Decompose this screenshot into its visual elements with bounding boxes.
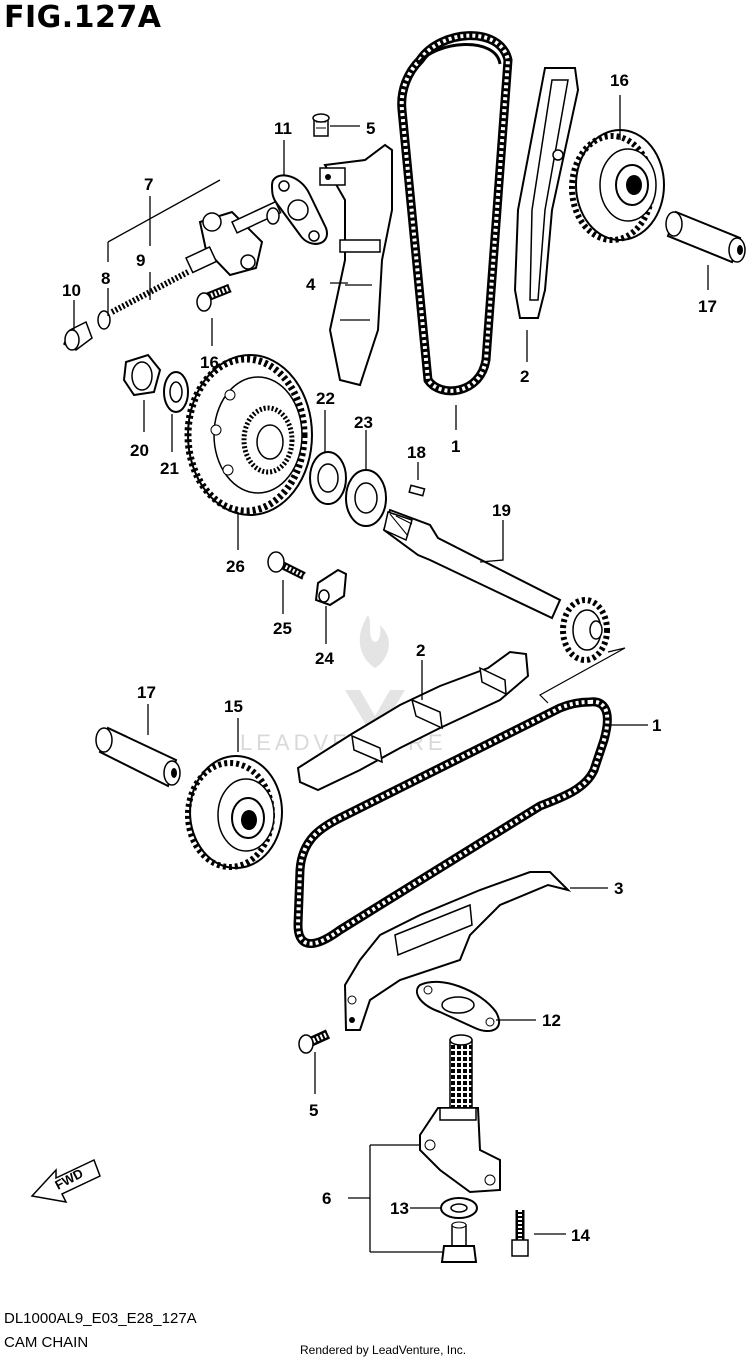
callout-2-lower: 2 [416,641,425,660]
diagram-name: CAM CHAIN [4,1334,89,1351]
callout-19: 19 [492,501,511,520]
cap-bolt-6 [440,1221,478,1263]
callout-20: 20 [130,441,149,460]
callout-9: 8 [101,269,110,288]
callout-21: 21 [160,459,179,478]
callout-17-lower: 17 [137,683,156,702]
idler-gear-26 [184,354,313,516]
bolt-5-upper [312,113,330,137]
callout-22: 22 [316,389,335,408]
figure-title: FIG.127A [4,0,162,35]
callout-23: 23 [354,413,373,432]
callout-5-upper: 5 [366,119,375,138]
callout-7: 13 [390,1199,409,1218]
callout-labels: 7 8 9 10 11 5 4 16 17 2 1 16 20 21 22 23… [62,71,717,1245]
bolt-15 [196,283,232,312]
callout-11: 10 [62,281,81,300]
callout-12: 11 [274,119,292,138]
cam-sprocket-16-lower [185,755,283,870]
shaft-reference-line [539,647,626,704]
callout-17-upper: 17 [698,297,717,316]
callout-15: 16 [200,353,219,372]
washer-9 [97,310,111,330]
washer-7 [440,1197,478,1219]
retainer-plate-24 [314,568,348,607]
tensioner-adjuster-lower [419,1034,501,1194]
callout-16-lower: 15 [224,697,243,716]
callout-2-upper: 2 [520,367,529,386]
leader-lines [73,95,709,1253]
fwd-arrow: FWD [30,1158,101,1203]
lower-chain-guide [296,650,530,792]
tensioner-adjuster-upper [185,200,282,277]
bearing-22 [309,451,347,505]
callout-3: 3 [614,879,623,898]
upper-cam-chain [397,31,513,396]
gasket-13 [415,980,501,1032]
callout-5-lower: 5 [309,1101,318,1120]
bolt-14 [511,1210,529,1257]
spring-10 [110,269,190,315]
pin-17-upper [665,210,746,264]
upper-chain-guide [513,67,580,319]
callout-4: 4 [306,275,316,294]
lower-cam-chain [293,697,612,949]
diagram-code: DL1000AL9_E03_E28_127A [4,1310,197,1327]
callout-25: 25 [273,619,292,638]
washer-21 [163,371,189,413]
callout-18: 18 [407,443,426,462]
bolt-5-lower [298,1029,331,1054]
callout-26: 26 [226,557,245,576]
render-credit: Rendered by LeadVenture, Inc. [300,1343,467,1357]
gasket-12 [270,174,329,245]
callout-1-lower: 1 [652,716,661,735]
callout-6: 6 [322,1189,331,1208]
callout-8: 7 [144,175,153,194]
bolt-25 [267,551,306,580]
idler-shaft-19 [382,508,610,663]
bearing-23 [345,469,387,527]
callout-16-upper: 16 [610,71,629,90]
callout-1-upper: 1 [451,437,460,456]
callout-24: 24 [315,649,334,668]
cam-sprocket-16-upper [569,129,665,243]
callout-13: 12 [542,1011,561,1030]
callout-14: 14 [571,1226,590,1245]
nut-20 [122,353,162,397]
key-18 [408,484,426,497]
cap-bolt-11 [63,320,93,351]
pin-17-lower [95,726,181,788]
callout-10: 9 [136,251,145,270]
lower-tensioner-guide [343,871,572,1031]
upper-tensioner-guide [319,143,393,387]
